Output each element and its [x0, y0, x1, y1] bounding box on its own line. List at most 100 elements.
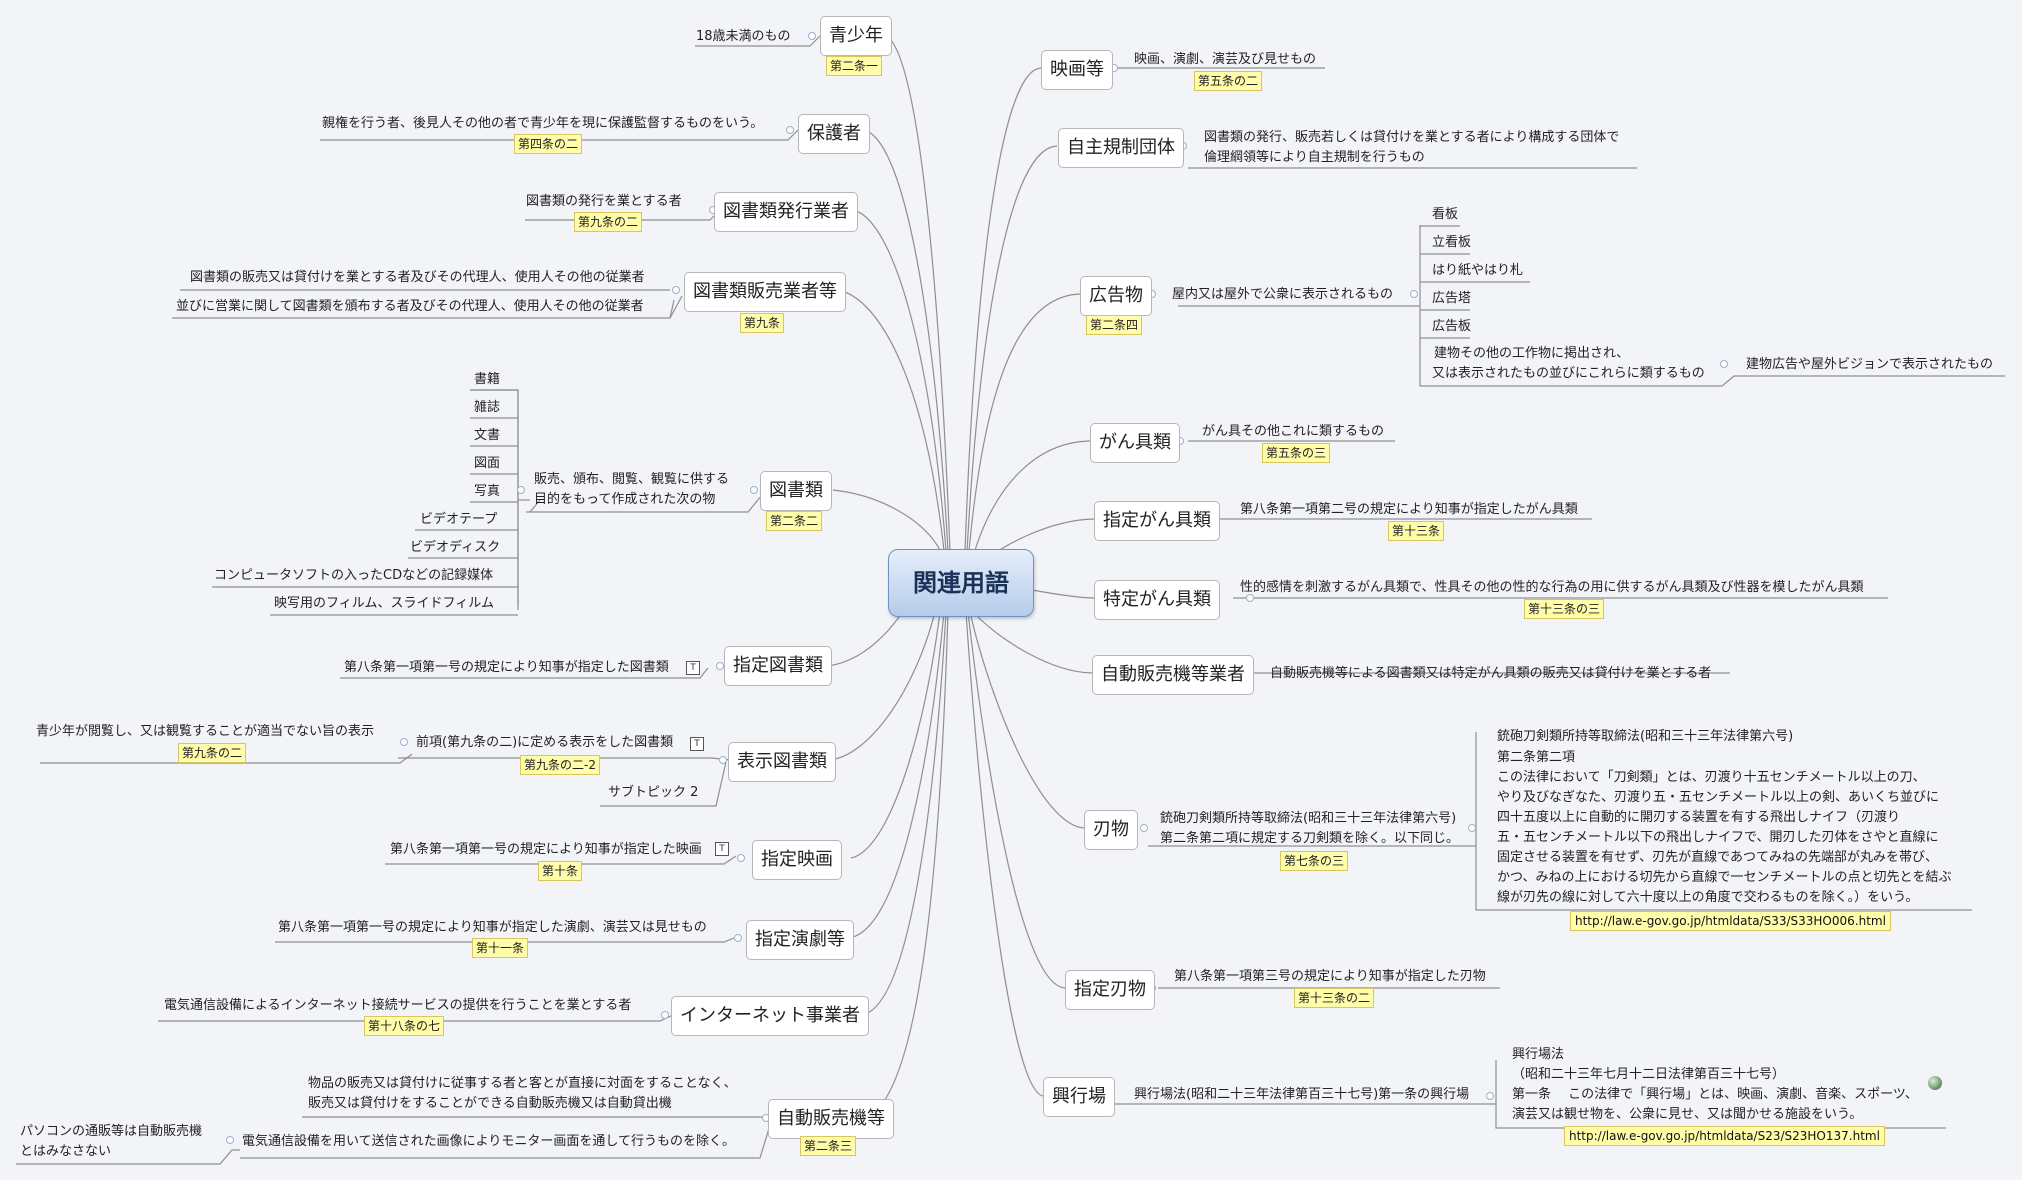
kogyo-note-0: 興行場法 [1512, 1047, 1565, 1062]
hamono-note-5: 五・五センチメートル以下の飛出しナイフで、開刃した刃体をさやと直線に [1497, 830, 1939, 845]
hamono-note-8: 線が刃先の線に対して六十度以上の角度で交わるものを除く。）をいう。 [1497, 890, 1919, 905]
kokoku-item-kokokuban: 広告板 [1432, 319, 1472, 334]
hogosha-ref: 第四条の二 [514, 134, 583, 154]
internet-ref: 第十八条の七 [364, 1016, 445, 1036]
jihanki-desc1: 物品の販売又は貸付けに従事する者と客とが直接に対面をすることなく、 [308, 1076, 737, 1091]
kokoku-item-kanban: 看板 [1432, 207, 1459, 222]
kogyo-note-2: 第一条 この法律で「興行場」とは、映画、演劇、音楽、スポーツ、 [1512, 1087, 1918, 1102]
topic-internet[interactable]: インターネット事業者 [671, 996, 869, 1036]
topic-shitei-hamono[interactable]: 指定刃物 [1065, 970, 1155, 1010]
shitei-hamono-ref: 第十三条の二 [1294, 988, 1375, 1008]
hyoji-tosho-subtopic: サブトピック 2 [608, 785, 699, 800]
shitei-eiga-desc: 第八条第一項第一号の規定により知事が指定した映画 [390, 842, 702, 857]
topic-kogyo[interactable]: 興行場 [1043, 1077, 1115, 1117]
hamono-note-3: やり及びなぎなた、刃渡り五・五センチメートル以上の剣、あいくち並びに [1497, 790, 1940, 805]
shitei-hamono-desc: 第八条第一項第三号の規定により知事が指定した刃物 [1174, 969, 1486, 984]
gangu-ref: 第五条の三 [1262, 443, 1331, 463]
note-icon[interactable]: T [686, 661, 700, 675]
topic-tokutei-gangu[interactable]: 特定がん具類 [1094, 580, 1220, 620]
note-icon[interactable]: T [690, 737, 704, 751]
hyoji-tosho-desc: 前項(第九条の二)に定める表示をした図書類 [416, 735, 674, 750]
jihanki-note2: とはみなさない [20, 1144, 112, 1159]
jishu-desc1: 図書類の発行、販売若しくは貸付けを業とする者により構成する団体で [1204, 130, 1620, 145]
topic-hogosha[interactable]: 保護者 [798, 114, 870, 154]
topic-gangu[interactable]: がん具類 [1090, 423, 1180, 463]
toshorui-desc2: 目的をもって作成された次の物 [534, 492, 716, 507]
toshorui-item-videodisc: ビデオディスク [410, 540, 501, 555]
topic-tosho-hakko[interactable]: 図書類発行業者 [714, 192, 858, 232]
tosho-hanbai-ref: 第九条 [740, 313, 785, 333]
topic-shitei-gangu[interactable]: 指定がん具類 [1094, 501, 1220, 541]
hamono-desc1: 銃砲刀剣類所持等取締法(昭和三十三年法律第六号) [1160, 811, 1457, 826]
jihanki-desc2: 販売又は貸付けをすることができる自動販売機又は自動貸出機 [308, 1096, 672, 1111]
topic-eiga[interactable]: 映画等 [1041, 50, 1113, 90]
toshorui-item-videotape: ビデオテープ [420, 512, 498, 527]
topic-kokoku[interactable]: 広告物 [1080, 276, 1152, 316]
topic-jihanki[interactable]: 自動販売機等 [768, 1099, 894, 1139]
kokoku-item-tatekanban: 立看板 [1432, 235, 1472, 250]
topic-tosho-hanbai[interactable]: 図書類販売業者等 [684, 272, 846, 312]
jihanki-ref: 第二条三 [800, 1136, 857, 1156]
kogyo-url-link[interactable]: http://law.e-gov.go.jp/htmldata/S23/S23H… [1564, 1126, 1885, 1146]
kokoku-desc: 屋内又は屋外で公衆に表示されるもの [1172, 287, 1394, 302]
kogyo-note-3: 演芸又は観せ物を、公衆に見せ、又は聞かせる施設をいう。 [1512, 1107, 1863, 1122]
toshorui-item-shoseki: 書籍 [474, 372, 501, 387]
hamono-note-2: この法律において「刀剣類」とは、刃渡り十五センチメートル以上の刀、 [1497, 770, 1926, 785]
shitei-gangu-ref: 第十三条 [1388, 521, 1445, 541]
topic-hyoji-tosho[interactable]: 表示図書類 [728, 742, 836, 782]
kokoku-extra1: 建物その他の工作物に掲出され、 [1434, 346, 1630, 361]
internet-desc: 電気通信設備によるインターネット接続サービスの提供を行うことを業とする者 [164, 998, 632, 1013]
seishonen-ref: 第二条一 [826, 56, 883, 76]
globe-icon[interactable] [1928, 1076, 1942, 1090]
tosho-hakko-desc: 図書類の発行を業とする者 [526, 194, 682, 209]
gangu-desc: がん具その他これに類するもの [1202, 424, 1385, 439]
toshorui-item-bunsho: 文書 [474, 428, 501, 443]
central-topic[interactable]: 関連用語 [888, 549, 1034, 617]
tosho-hanbai-desc1: 図書類の販売又は貸付けを業とする者及びその代理人、使用人その他の従業者 [190, 270, 645, 285]
kokoku-extra2: 又は表示されたもの並びにこれらに類するもの [1432, 366, 1705, 381]
hamono-ref: 第七条の三 [1280, 851, 1349, 871]
hamono-note-1: 第二条第二項 [1497, 750, 1576, 765]
eiga-desc: 映画、演劇、演芸及び見せもの [1134, 52, 1317, 67]
jihanki-note1: パソコンの通販等は自動販売機 [20, 1124, 203, 1139]
topic-shitei-eiga[interactable]: 指定映画 [752, 840, 842, 880]
hamono-url-link[interactable]: http://law.e-gov.go.jp/htmldata/S33/S33H… [1570, 911, 1891, 931]
toshorui-item-zasshi: 雑誌 [474, 400, 501, 415]
shitei-tosho-desc: 第八条第一項第一号の規定により知事が指定した図書類 [344, 660, 669, 675]
shitei-eiga-ref: 第十条 [538, 861, 583, 881]
hyoji-tosho-sub-ref: 第九条の二 [178, 743, 247, 763]
kogyo-note-1: （昭和二十三年七月十二日法律第百三十七号） [1512, 1067, 1786, 1082]
shitei-engeki-desc: 第八条第一項第一号の規定により知事が指定した演劇、演芸又は見せもの [278, 920, 707, 935]
hamono-note-0: 銃砲刀剣類所持等取締法(昭和三十三年法律第六号) [1497, 729, 1794, 744]
toshorui-ref: 第二条二 [766, 511, 823, 531]
toshorui-item-film: 映写用のフィルム、スライドフィルム [274, 596, 494, 611]
toshorui-item-shashin: 写真 [474, 484, 501, 499]
jishu-desc2: 倫理綱領等により自主規制を行うもの [1204, 150, 1425, 165]
hyoji-tosho-ref: 第九条の二-2 [520, 755, 600, 775]
kokoku-ref: 第二条四 [1086, 315, 1143, 335]
topic-jishu[interactable]: 自主規制団体 [1058, 128, 1184, 168]
tokutei-gangu-desc: 性的感情を刺激するがん具類で、性具その他の性的な行為の用に供するがん具類及び性器… [1240, 580, 1864, 595]
hyoji-tosho-sub-desc: 青少年が閲覧し、又は観覧することが適当でない旨の表示 [36, 724, 375, 739]
jihanki-desc3: 電気通信設備を用いて送信された画像によりモニター画面を通して行うものを除く。 [242, 1134, 735, 1149]
hogosha-desc: 親権を行う者、後見人その他の者で青少年を現に保護監督するものをいう。 [322, 116, 764, 131]
jihanki-gyosha-desc: 自動販売機等による図書類又は特定がん具類の販売又は貸付けを業とする者 [1270, 666, 1712, 681]
kokoku-item-harigami: はり紙やはり札 [1432, 263, 1524, 278]
hamono-note-4: 四十五度以上に自動的に開刃する装置を有する飛出しナイフ（刃渡り [1497, 810, 1901, 825]
topic-shitei-engeki[interactable]: 指定演劇等 [746, 920, 854, 960]
hamono-note-6: 固定させる装置を有せず、刃先が直線であつてみねの先端部が丸みを帯び、 [1497, 850, 1938, 865]
shitei-gangu-desc: 第八条第一項第二号の規定により知事が指定したがん具類 [1240, 502, 1578, 517]
topic-toshorui[interactable]: 図書類 [760, 471, 832, 511]
tosho-hanbai-desc2: 並びに営業に関して図書類を頒布する者及びその代理人、使用人その他の従業者 [176, 299, 644, 314]
toshorui-desc1: 販売、頒布、閲覧、観覧に供する [534, 472, 730, 487]
kokoku-item-kokokuto: 広告塔 [1432, 291, 1472, 306]
note-icon[interactable]: T [715, 842, 729, 856]
tokutei-gangu-ref: 第十三条の三 [1524, 599, 1605, 619]
kokoku-extra-sub: 建物広告や屋外ビジョンで表示されたもの [1746, 357, 1994, 372]
topic-jihanki-gyosha[interactable]: 自動販売機等業者 [1092, 655, 1254, 695]
topic-hamono[interactable]: 刃物 [1084, 810, 1138, 850]
topic-shitei-tosho[interactable]: 指定図書類 [724, 646, 832, 686]
topic-seishonen[interactable]: 青少年 [820, 16, 892, 56]
hamono-note-7: かつ、みねの上における切先から直線で一センチメートルの点と切先とを結ぶ [1497, 870, 1952, 885]
eiga-ref: 第五条の二 [1194, 71, 1263, 91]
